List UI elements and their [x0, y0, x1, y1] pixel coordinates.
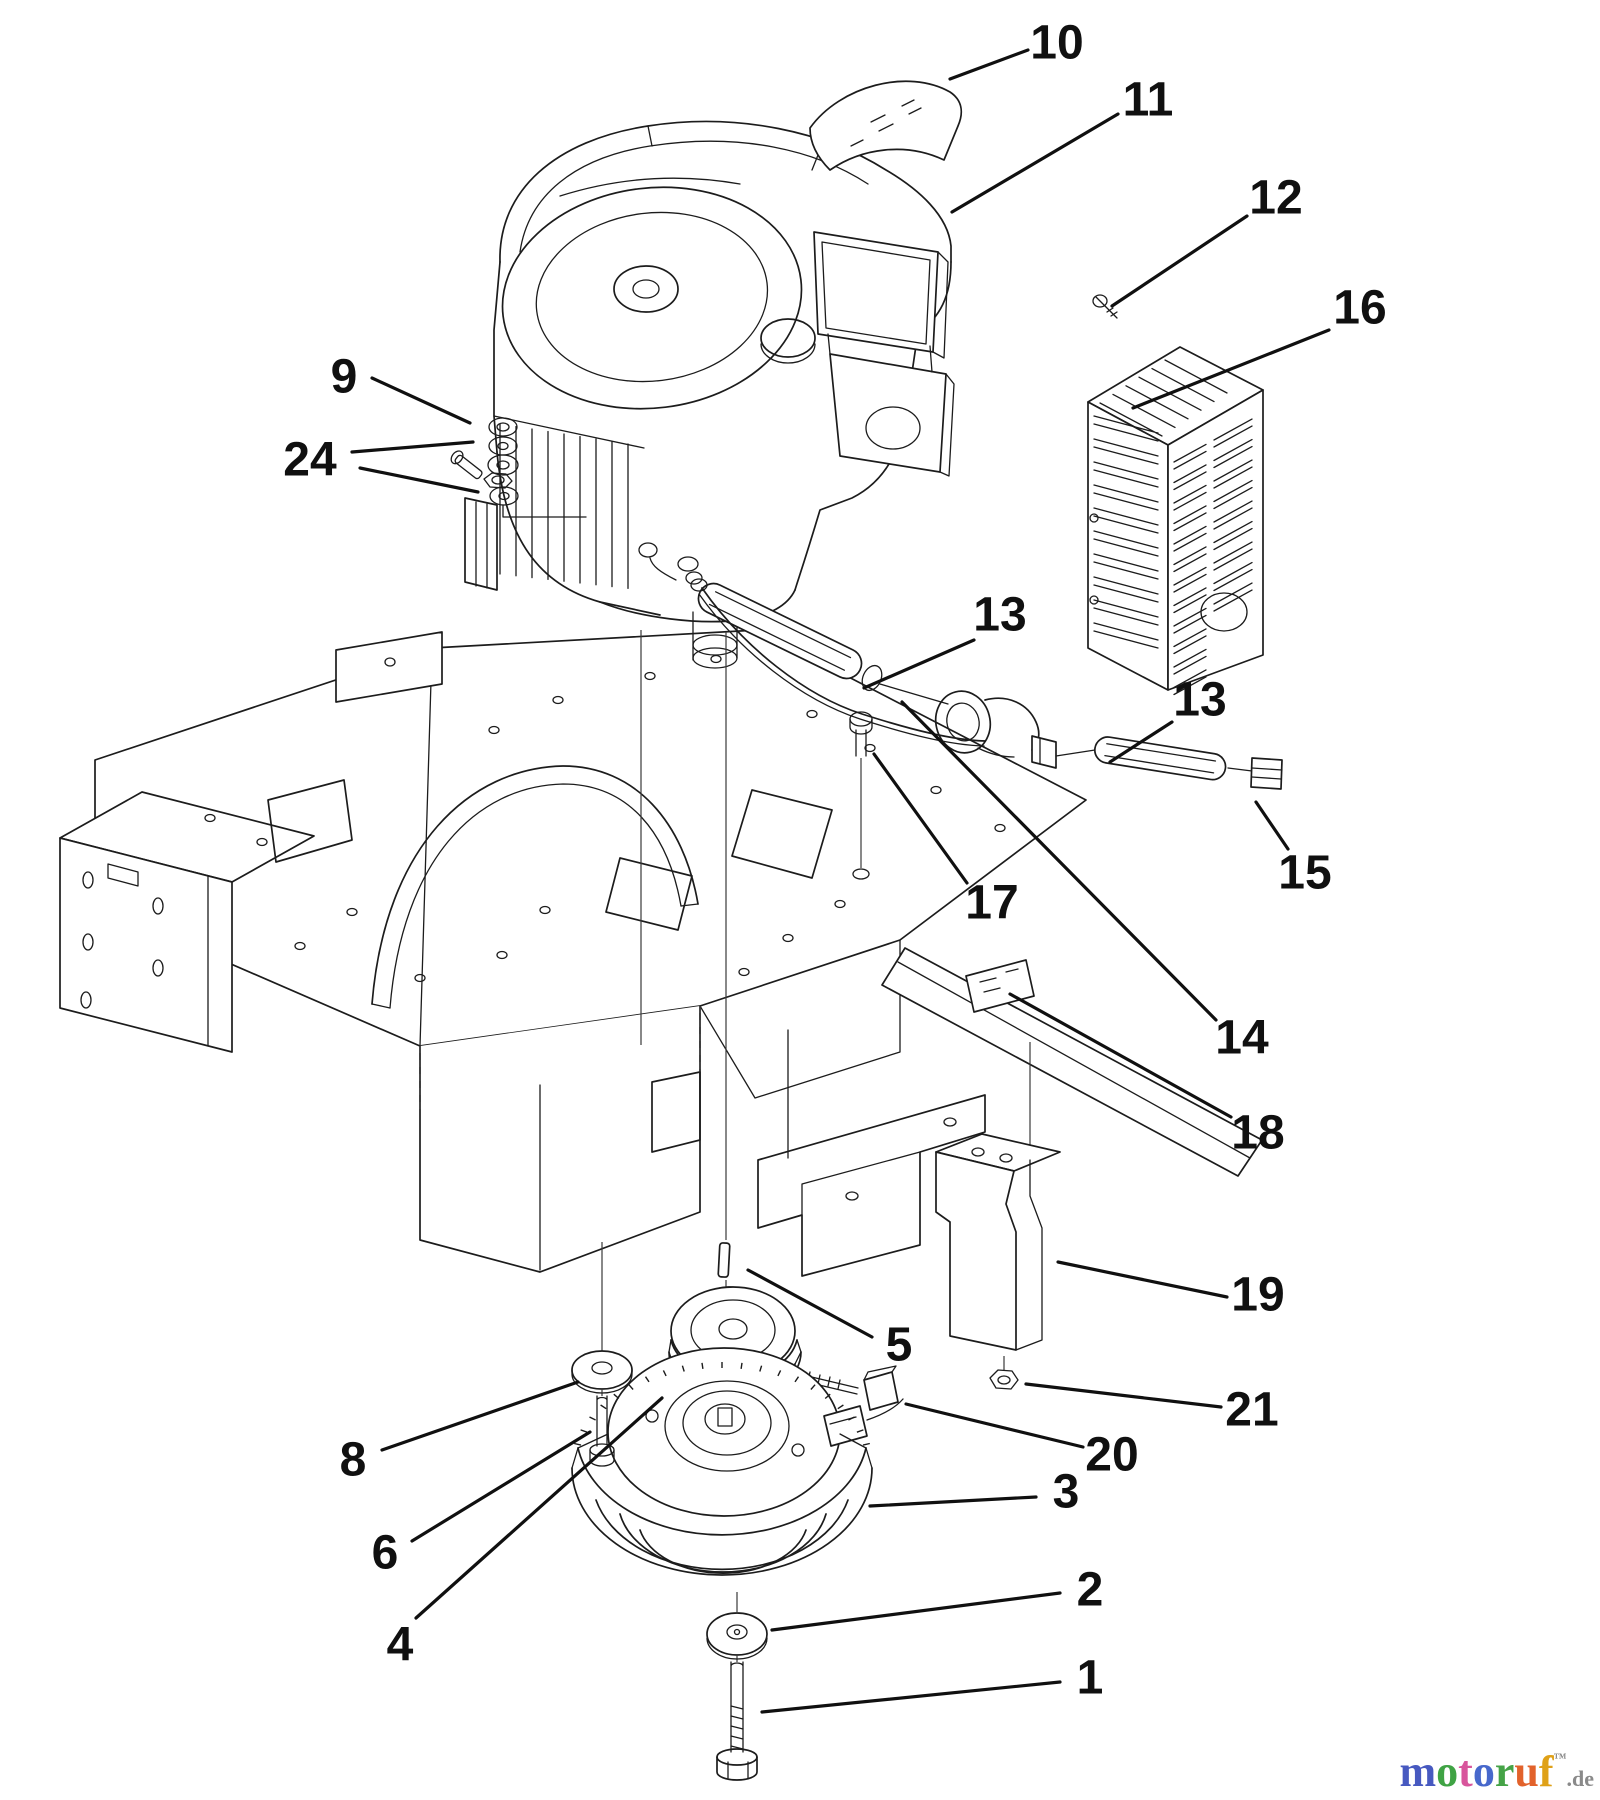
- callout-leader: [1110, 214, 1249, 308]
- cylinder-fins: [499, 423, 629, 590]
- clutch-serrations: [574, 1362, 870, 1446]
- callout-leader: [872, 752, 969, 885]
- callout-leader: [1008, 992, 1233, 1119]
- callout-label: 14: [1215, 1012, 1269, 1065]
- callout-label: 19: [1231, 1269, 1284, 1322]
- mounting-hardware-stack: [450, 417, 519, 506]
- fuel-cap: [760, 318, 816, 364]
- callout-label: 13: [973, 589, 1026, 642]
- short-bolt: [589, 1395, 615, 1467]
- callout-label: 21: [1225, 1384, 1278, 1437]
- callout-leader: [948, 48, 1030, 81]
- grille-slots: [1093, 359, 1253, 696]
- clutch-bolt: [716, 1661, 758, 1781]
- engine-decal: [809, 80, 963, 171]
- engine-assembly: [464, 120, 955, 669]
- callout-leader: [900, 700, 1218, 1022]
- callout-label: 12: [1249, 172, 1302, 225]
- callout-label: 5: [886, 1319, 913, 1372]
- callout-label: 2: [1077, 1564, 1104, 1617]
- grille-screw: [1092, 294, 1118, 319]
- callout-leader: [770, 1591, 1062, 1632]
- callout-leader: [414, 1396, 664, 1620]
- callout-label: 9: [331, 351, 358, 404]
- spring-link-elbow: [934, 690, 1057, 769]
- cable-fitting: [1250, 757, 1283, 790]
- callout-label: 4: [387, 1619, 414, 1672]
- brand-logo: motoruf™.de: [1400, 1747, 1595, 1796]
- callout-label: 11: [1123, 74, 1174, 127]
- callout-label: 1: [1077, 1652, 1104, 1705]
- callout-label: 8: [340, 1434, 367, 1487]
- callout-leader: [1024, 1382, 1223, 1409]
- callout-label: 10: [1030, 17, 1083, 70]
- idler-spring-upper: [638, 542, 949, 705]
- callout-leader: [760, 1680, 1062, 1714]
- shaft-key: [717, 1242, 731, 1278]
- callout-leader: [746, 1268, 874, 1339]
- callout-leader: [862, 638, 976, 690]
- blower-housing: [501, 186, 803, 410]
- callout-label: 20: [1085, 1429, 1138, 1482]
- callout-leader: [350, 440, 475, 454]
- callout-label: 17: [965, 877, 1018, 930]
- frame-decal: [965, 959, 1035, 1013]
- callout-leader: [380, 1380, 580, 1452]
- clutch-stop-bracket: [935, 1042, 1061, 1351]
- frame: [59, 629, 1263, 1277]
- bracket-nut: [989, 1356, 1019, 1390]
- callout-leader: [370, 376, 472, 425]
- callout-leader: [1056, 1260, 1229, 1299]
- callout-label: 16: [1333, 282, 1386, 335]
- callout-label: 18: [1231, 1107, 1284, 1160]
- frame-shoulder-bolt: [849, 711, 873, 880]
- callout-leader: [410, 1430, 592, 1543]
- callout-leader: [358, 466, 480, 494]
- callout-label: 15: [1278, 847, 1331, 900]
- callout-leader: [1108, 720, 1174, 764]
- callout-leader: [868, 1495, 1038, 1508]
- flat-washer: [706, 1592, 768, 1662]
- callout-label: 6: [372, 1527, 399, 1580]
- callout-leader: [950, 112, 1120, 214]
- callout-label: 3: [1053, 1466, 1080, 1519]
- grille: [1087, 346, 1264, 696]
- muffler-box: [813, 231, 955, 477]
- callout-label: 13: [1173, 674, 1226, 727]
- callout-leader: [1254, 800, 1290, 851]
- electric-clutch: [571, 1347, 904, 1576]
- idler-spring-lower: [1055, 736, 1283, 790]
- callout-label: 24: [283, 434, 337, 487]
- spacer-washer: [571, 1350, 633, 1394]
- callout-leader: [904, 1402, 1085, 1449]
- callout-leader: [1131, 328, 1331, 410]
